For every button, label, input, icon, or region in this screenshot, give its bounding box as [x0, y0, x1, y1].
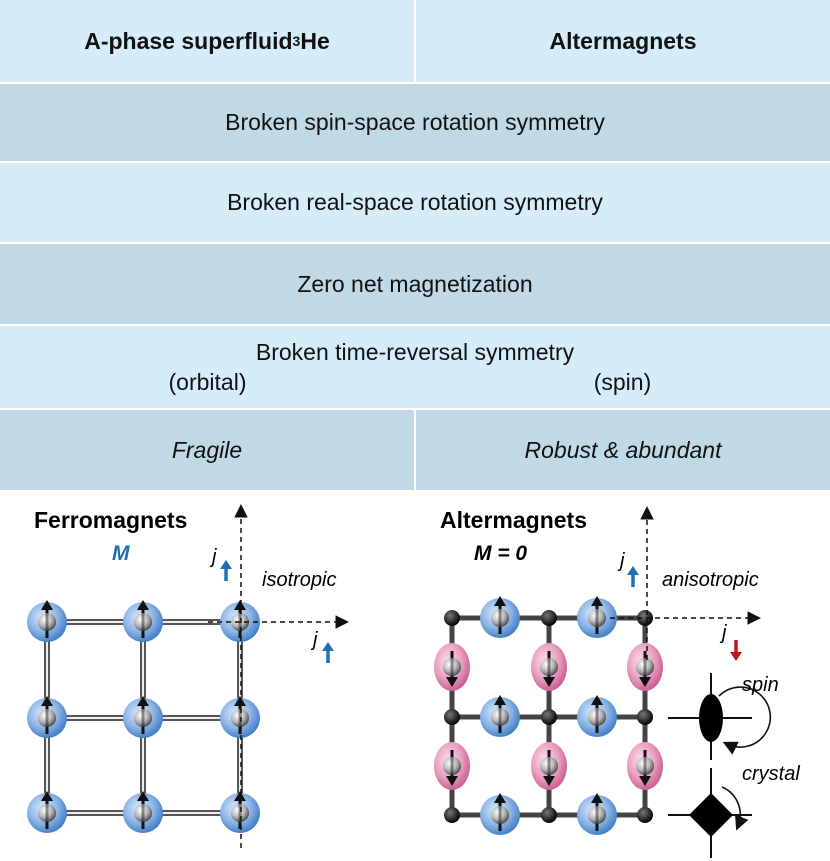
- altermagnet-panel: Altermagnets M = 0 j j anisotropic spin: [434, 506, 800, 858]
- ferro-atom-1-2: [220, 694, 260, 738]
- header-cell-altermagnets: Altermagnets: [416, 0, 830, 82]
- nonmagnetic-atom: [541, 610, 557, 626]
- alter-up-atom-0: [480, 594, 520, 638]
- ferromagnet-panel: Ferromagnets M j j isotropic: [27, 504, 349, 848]
- ferro-j-horizontal-label: j: [310, 629, 318, 651]
- ferro-title: Ferromagnets: [34, 507, 187, 533]
- row-real-rotation-label: Broken real-space rotation symmetry: [227, 189, 603, 215]
- ferro-atoms: [27, 598, 260, 833]
- nonmagnetic-atom: [444, 807, 460, 823]
- alter-up-atom-3: [577, 693, 617, 737]
- magnet-lattice-diagram: Ferromagnets M j j isotropic Altermag: [27, 504, 800, 858]
- alter-up-atom-1: [577, 594, 617, 638]
- ferro-atom-0-1: [123, 598, 163, 642]
- row-zero-magnetization-label: Zero net magnetization: [297, 270, 533, 297]
- robustness-fragile-label: Fragile: [171, 436, 243, 463]
- alter-down-atom-4: [531, 742, 567, 790]
- crystal-symmetry-symbol: crystal: [668, 763, 800, 858]
- alter-down-atom-0: [434, 643, 470, 691]
- table-row-robustness: Fragile Robust & abundant: [0, 410, 830, 490]
- row-spin-rotation-label: Broken spin-space rotation symmetry: [225, 109, 605, 135]
- ferro-atom-2-1: [123, 789, 163, 833]
- trs-spin-label: (spin): [593, 369, 652, 395]
- alter-down-atom-3: [434, 742, 470, 790]
- header-he3-label: A-phase superfluid: [84, 27, 293, 54]
- ferro-j-vertical-arrow: [218, 558, 234, 583]
- alter-atoms: [434, 594, 663, 835]
- robustness-robust-label: Robust & abundant: [524, 436, 722, 463]
- ferro-j-vertical-label: j: [209, 546, 217, 568]
- table-row-real-rotation: Broken real-space rotation symmetry: [0, 163, 830, 242]
- robustness-cell-he3: Fragile: [0, 410, 416, 490]
- alter-down-atom-5: [627, 742, 663, 790]
- alter-m-label: M = 0: [474, 542, 527, 565]
- alter-j-vertical-arrow: [625, 564, 641, 589]
- ferro-m-label: M: [112, 542, 130, 565]
- header-he3-element: He: [300, 27, 330, 54]
- crystal-label: crystal: [742, 763, 800, 785]
- nonmagnetic-atom: [444, 709, 460, 725]
- alter-j-horizontal-label: j: [719, 622, 727, 644]
- alter-j-vertical-label: j: [617, 550, 625, 572]
- ferro-atom-2-2: [220, 789, 260, 833]
- spin-symmetry-symbol: spin: [668, 673, 779, 760]
- ferro-atom-0-0: [27, 598, 67, 642]
- ferro-atom-1-1: [123, 694, 163, 738]
- nonmagnetic-atom: [541, 709, 557, 725]
- alter-up-atom-5: [577, 791, 617, 835]
- header-he3-superscript: 3: [292, 33, 301, 49]
- trs-orbital-label: (orbital): [168, 369, 247, 395]
- robustness-cell-altermagnets: Robust & abundant: [416, 410, 830, 490]
- nonmagnetic-atom: [637, 709, 653, 725]
- nonmagnetic-atom: [444, 610, 460, 626]
- alter-down-atom-1: [531, 643, 567, 691]
- nonmagnetic-atom: [541, 807, 557, 823]
- table-row-time-reversal: Broken time-reversal symmetry (orbital) …: [0, 326, 830, 408]
- spin-label: spin: [742, 674, 779, 696]
- header-altermagnets-label: Altermagnets: [549, 27, 697, 54]
- ferro-atom-2-0: [27, 789, 67, 833]
- ferro-j-horizontal-arrow: [320, 640, 336, 665]
- alter-title: Altermagnets: [440, 507, 587, 533]
- alter-up-atom-4: [480, 791, 520, 835]
- nonmagnetic-atom: [637, 807, 653, 823]
- ferro-isotropic-label: isotropic: [262, 569, 336, 591]
- alter-j-horizontal-arrow: [728, 638, 744, 663]
- table-row-zero-magnetization: Zero net magnetization: [0, 244, 830, 324]
- alter-up-atom-2: [480, 693, 520, 737]
- table-row-spin-rotation: Broken spin-space rotation symmetry: [0, 84, 830, 161]
- alter-anisotropic-label: anisotropic: [662, 569, 759, 591]
- ferro-atom-1-0: [27, 694, 67, 738]
- alter-down-atom-2: [627, 643, 663, 691]
- row-time-reversal-label: Broken time-reversal symmetry: [255, 339, 575, 365]
- nonmagnetic-atom: [637, 610, 653, 626]
- ferro-atom-0-2: [220, 598, 260, 642]
